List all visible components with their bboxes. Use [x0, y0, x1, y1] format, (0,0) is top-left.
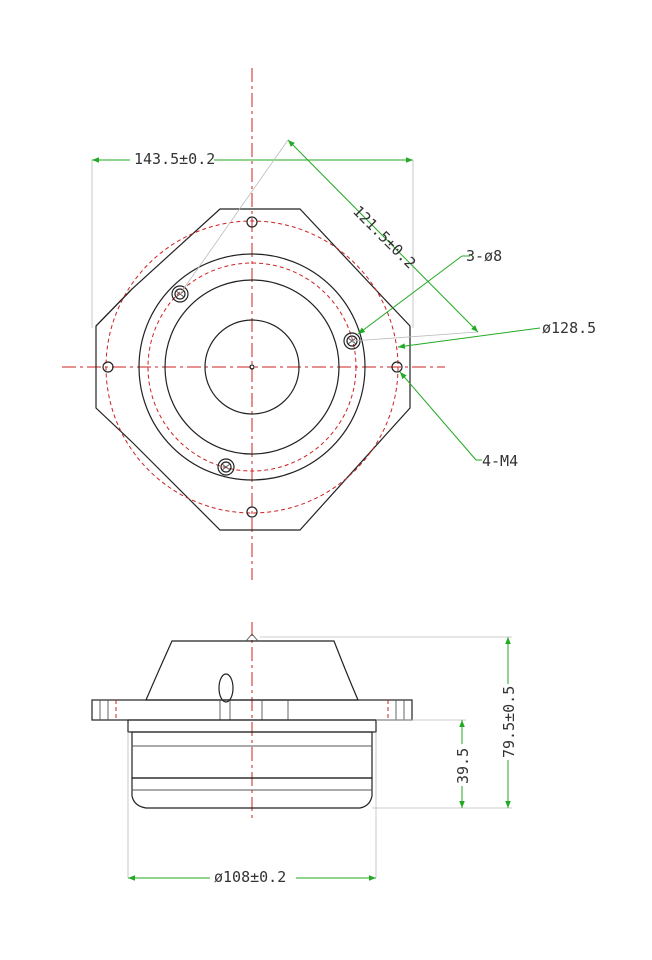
lower-height-label: 39.5 — [454, 748, 472, 784]
diagonal-spacing-dimension — [287, 139, 479, 333]
center-bore — [204, 319, 300, 415]
tapped-holes-leader — [399, 371, 477, 461]
base-diameter-label: ø108±0.2 — [214, 868, 286, 886]
pitch-circle-outer — [105, 220, 399, 514]
bolt-holes-label: 3-ø8 — [466, 247, 502, 265]
side-view: 79.5±0.5 39.5 ø108±0.2 — [91, 622, 518, 886]
pitch-circle-label: ø128.5 — [542, 319, 596, 337]
tapped-hole-top — [246, 216, 258, 228]
pitch-circle-inner — [147, 262, 357, 472]
diagonal-spacing-label: 121.5±0.2 — [349, 202, 419, 272]
bolt-hole-3 — [217, 458, 235, 476]
flange-outline — [95, 208, 411, 531]
base-ring — [131, 777, 373, 809]
tapped-hole-right — [391, 361, 403, 373]
center-point — [249, 364, 255, 370]
body-step — [164, 279, 340, 455]
overall-height-label: 79.5±0.5 — [500, 686, 518, 758]
flange-width-label: 143.5±0.2 — [134, 150, 215, 168]
top-view: 143.5±0.2 121.5±0.2 3-ø8 ø128.5 4-M4 — [62, 68, 596, 580]
tapped-hole-bottom — [246, 506, 258, 518]
side-knob — [218, 673, 234, 703]
tapped-holes-label: 4-M4 — [482, 452, 518, 470]
bolt-holes-leader — [357, 255, 463, 335]
tapped-hole-left — [102, 361, 114, 373]
body-rim — [138, 253, 366, 481]
pitch-circle-leader — [397, 327, 541, 349]
